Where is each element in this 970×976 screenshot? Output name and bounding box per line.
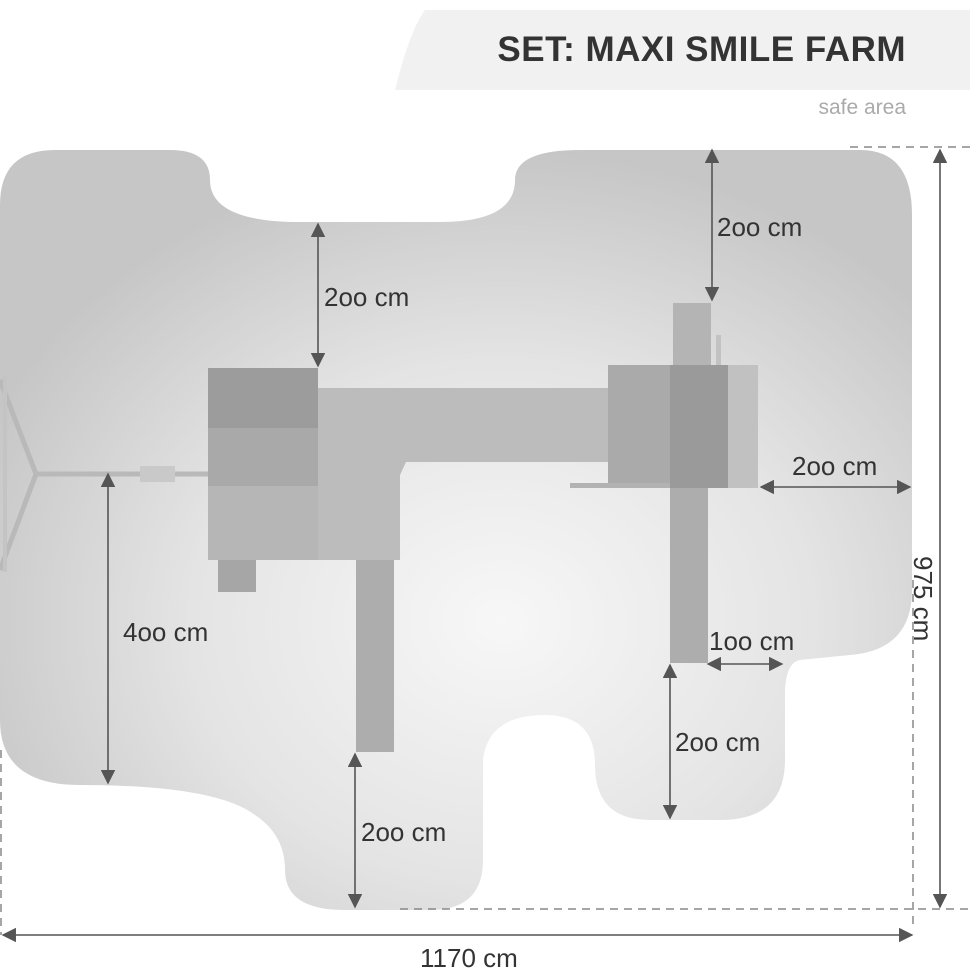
swing-frame: [0, 375, 208, 572]
center-slide: [356, 560, 394, 752]
label-top-right-clearance: 2oo cm: [717, 212, 803, 242]
label-bottom-right-clearance: 2oo cm: [675, 727, 761, 757]
bridge: [318, 388, 608, 560]
right-tower-pole: [716, 335, 721, 365]
label-small-gap: 1oo cm: [709, 626, 795, 656]
left-tower-mid: [208, 428, 318, 486]
right-tower-ledge: [570, 483, 670, 488]
right-slide: [670, 488, 708, 663]
label-top-left-clearance: 2oo cm: [324, 282, 410, 312]
title-banner: [395, 10, 970, 90]
label-bottom-center-clearance: 2oo cm: [361, 817, 447, 847]
label-total-height: 975 cm: [908, 556, 938, 642]
right-tower-left: [608, 365, 670, 488]
bounding-guides: [0, 146, 970, 935]
page-title: SET: MAXI SMILE FARM: [497, 30, 906, 69]
swing-seat: [140, 466, 175, 482]
right-tower-top: [673, 303, 711, 365]
label-right-clearance: 2oo cm: [792, 451, 878, 481]
left-tower-roof: [208, 368, 318, 428]
safe-area: [0, 150, 912, 910]
right-tower-main: [670, 365, 728, 488]
play-equipment: [0, 303, 758, 752]
label-total-width: 1170 cm: [420, 943, 518, 973]
safe-area-label: safe area: [818, 96, 906, 119]
left-tower-step: [218, 560, 256, 592]
dimension-arrows: [1, 148, 948, 943]
right-tower-side: [728, 365, 758, 488]
label-left-height: 4oo cm: [123, 617, 209, 647]
